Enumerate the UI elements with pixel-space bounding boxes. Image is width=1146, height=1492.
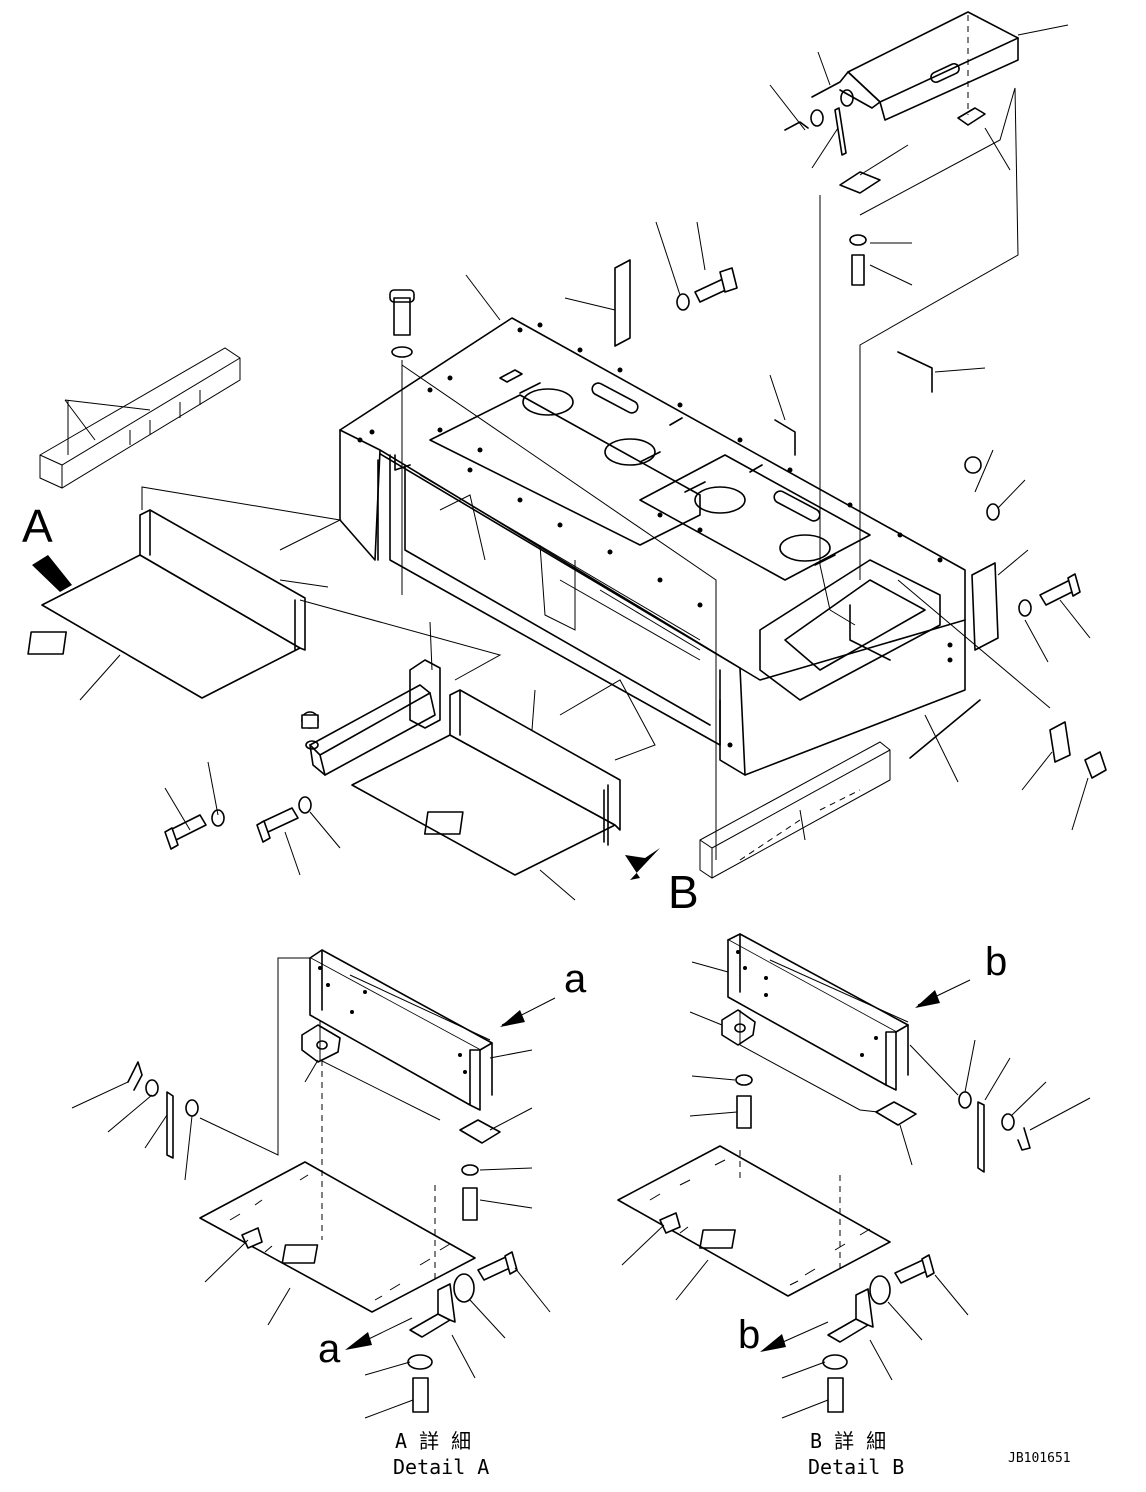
top-guard [784, 11, 1019, 286]
view-b-arrow-icon [625, 848, 660, 880]
mount-bracket [301, 659, 441, 776]
view-b-label: B [668, 866, 699, 918]
view-a-label: A [22, 500, 53, 552]
view-arrows [32, 555, 660, 880]
detail-a-title-en: Detail A [393, 1455, 489, 1479]
detail-b-arrow-label-top: b [985, 940, 1007, 984]
detail-b-title-jp: B 詳 細 [810, 1429, 886, 1453]
cover-panel-b [351, 689, 621, 876]
detail-a-assembly [71, 949, 556, 1419]
bolt-group-left [164, 796, 312, 850]
leader-lines [67, 24, 1091, 901]
frame-hardware [301, 259, 1107, 779]
drawing-code: JB101651 [1008, 1451, 1071, 1466]
right-beam-ghost [699, 741, 891, 879]
detail-b-assembly [617, 933, 1091, 1419]
main-frame [339, 317, 966, 776]
detail-b-title-en: Detail B [808, 1455, 904, 1479]
detail-a-title-jp: A 詳 細 [395, 1429, 471, 1453]
left-beam-ghost [39, 347, 241, 489]
view-a-arrow-icon [32, 555, 72, 592]
detail-a-arrow-label-bottom: a [318, 1327, 341, 1371]
detail-b-arrow-label-bottom: b [738, 1313, 760, 1357]
detail-a-arrow-label-top: a [564, 957, 587, 1001]
cover-panel-a [27, 509, 306, 701]
